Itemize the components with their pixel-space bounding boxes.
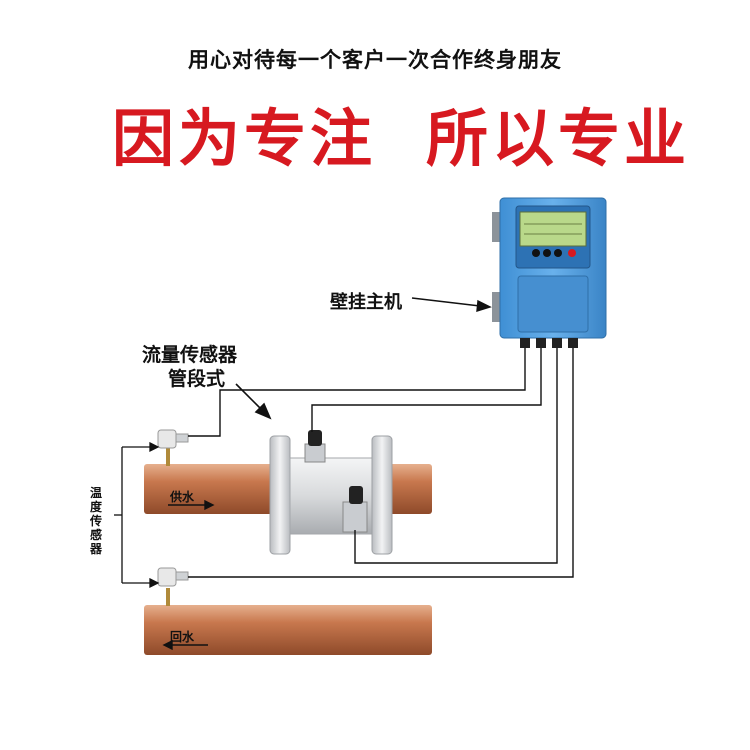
- label-wall-host: 壁挂主机: [330, 292, 402, 313]
- slogan-left: 因为专注: [112, 102, 377, 175]
- temp-sensor-return: [157, 567, 189, 606]
- label-flow-sensor: 流量传感器: [142, 344, 238, 366]
- label-return-water: 回水: [170, 630, 195, 644]
- slogan-right: 所以专业: [426, 102, 691, 175]
- label-flow-sensor-type: 管段式: [168, 368, 226, 390]
- return-pipe: [144, 605, 432, 655]
- wall-host-unit: [492, 197, 607, 348]
- host-label-arrow: [411, 297, 492, 312]
- lcd-screen: [519, 211, 587, 247]
- signal-cables: [188, 348, 574, 578]
- transducer-lower: [342, 486, 368, 533]
- temp-sensor-supply: [157, 429, 189, 466]
- header-tagline: 用心对待每一个客户一次合作终身朋友: [188, 48, 562, 72]
- label-supply-water: 供水: [170, 490, 195, 504]
- label-temp-sensor: 温度传感器: [90, 486, 103, 556]
- return-flow-arrow: [162, 639, 208, 651]
- temp-sensor-bracket: [114, 441, 160, 589]
- transducer-upper: [304, 430, 326, 463]
- supply-flow-arrow: [168, 499, 215, 511]
- flow-sensor-spool: [269, 435, 393, 555]
- flow-label-arrow: [235, 383, 272, 420]
